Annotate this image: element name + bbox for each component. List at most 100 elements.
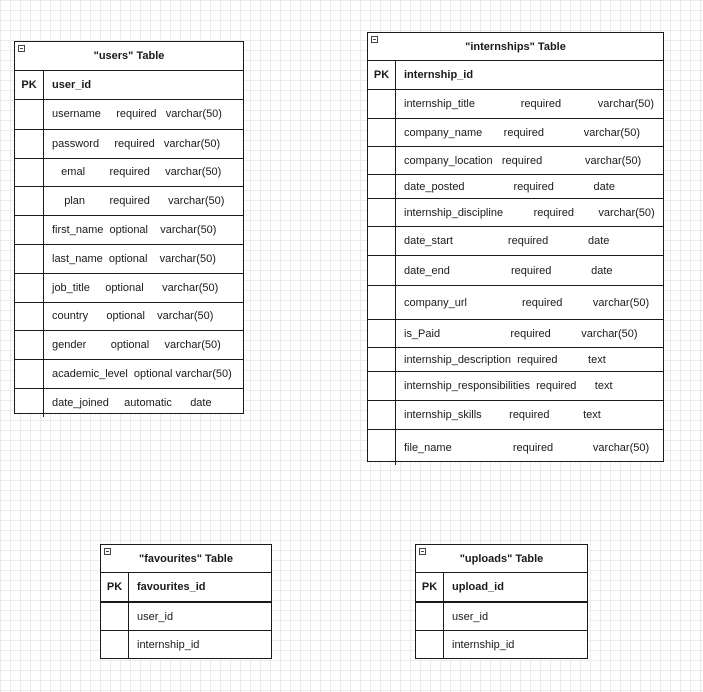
key-cell: [368, 175, 396, 198]
key-cell: [368, 372, 396, 400]
uploads-pk-row[interactable]: PK upload_id: [416, 573, 587, 602]
internships-table[interactable]: "internships" Table PK internship_id int…: [367, 32, 664, 465]
favourites-field-row[interactable]: internship_id: [101, 630, 271, 658]
favourites-table[interactable]: "favourites" Table PK favourites_id user…: [100, 544, 272, 659]
internships-field-row[interactable]: company_name required varchar(50): [368, 118, 663, 146]
users-field-row[interactable]: academic_level optional varchar(50): [15, 359, 243, 388]
uploads-table[interactable]: "uploads" Table PK upload_id user_id int…: [415, 544, 588, 659]
internships-field-row[interactable]: date_end required date: [368, 255, 663, 285]
field-text: academic_level optional varchar(50): [52, 368, 232, 381]
users-fields: username required varchar(50) password r…: [15, 100, 243, 417]
collapse-icon[interactable]: [371, 36, 378, 43]
key-cell: [15, 187, 44, 216]
field-text: emal required varchar(50): [52, 166, 222, 179]
users-table-header[interactable]: "users" Table: [15, 42, 243, 71]
pk-label: PK: [101, 573, 129, 601]
field-text: job_title optional varchar(50): [52, 281, 219, 294]
internships-pk-row[interactable]: PK internship_id: [368, 61, 663, 90]
key-cell: [368, 90, 396, 118]
internships-fields: internship_title required varchar(50) co…: [368, 90, 663, 465]
users-table-title: "users" Table: [93, 50, 165, 62]
users-field-row[interactable]: username required varchar(50): [15, 100, 243, 129]
uploads-field-row[interactable]: user_id: [416, 602, 587, 630]
internships-field-row[interactable]: company_location required varchar(50): [368, 146, 663, 174]
key-cell: [368, 286, 396, 319]
collapse-icon[interactable]: [104, 548, 111, 555]
favourites-pk-field: favourites_id: [137, 581, 206, 593]
field-text: internship_id: [452, 638, 515, 651]
users-field-row[interactable]: gender optional varchar(50): [15, 330, 243, 360]
key-cell: [15, 244, 44, 273]
field-text: company_url required varchar(50): [404, 296, 650, 309]
users-pk-row[interactable]: PK user_id: [15, 71, 243, 100]
users-field-row[interactable]: password required varchar(50): [15, 128, 243, 158]
internships-field-row[interactable]: internship_discipline required varchar(5…: [368, 198, 663, 226]
key-cell: [416, 631, 444, 658]
field-text: password required varchar(50): [52, 137, 221, 150]
users-field-row[interactable]: first_name optional varchar(50): [15, 215, 243, 244]
key-cell: [101, 603, 129, 630]
favourites-table-title: "favourites" Table: [139, 552, 233, 565]
favourites-field-row[interactable]: user_id: [101, 602, 271, 630]
field-text: last_name optional varchar(50): [52, 252, 216, 265]
users-field-row[interactable]: emal required varchar(50): [15, 157, 243, 187]
field-text: date_posted required date: [404, 180, 615, 193]
internships-field-row[interactable]: date_start required date: [368, 226, 663, 255]
pk-label: PK: [368, 61, 396, 89]
field-text: internship_id: [137, 638, 200, 651]
key-cell: [101, 631, 129, 658]
key-cell: [15, 388, 44, 417]
favourites-table-header[interactable]: "favourites" Table: [101, 545, 271, 573]
uploads-table-title: "uploads" Table: [459, 552, 544, 565]
users-field-row[interactable]: job_title optional varchar(50): [15, 272, 243, 302]
collapse-icon[interactable]: [419, 548, 426, 555]
field-text: country optional varchar(50): [52, 310, 214, 323]
field-text: gender optional varchar(50): [52, 339, 221, 352]
field-text: date_joined automatic date: [52, 396, 212, 409]
internships-field-row[interactable]: is_Paid required varchar(50): [368, 319, 663, 347]
key-cell: [416, 603, 444, 630]
field-text: username required varchar(50): [52, 108, 222, 121]
internships-field-row[interactable]: internship_responsibilities required tex…: [368, 371, 663, 400]
internships-field-row[interactable]: internship_title required varchar(50): [368, 90, 663, 118]
internships-field-row[interactable]: internship_skills required text: [368, 400, 663, 429]
field-text: first_name optional varchar(50): [52, 224, 217, 237]
internships-field-row[interactable]: internship_description required text: [368, 347, 663, 371]
key-cell: [15, 273, 44, 302]
users-table[interactable]: "users" Table PK user_id username requir…: [14, 41, 244, 417]
key-cell: [368, 199, 396, 226]
collapse-icon[interactable]: [18, 45, 25, 52]
uploads-pk-field: upload_id: [452, 581, 504, 593]
favourites-pk-row[interactable]: PK favourites_id: [101, 573, 271, 602]
users-field-row[interactable]: plan required varchar(50): [15, 186, 243, 216]
users-field-row[interactable]: country optional varchar(50): [15, 301, 243, 331]
field-text: internship_description required text: [404, 353, 606, 366]
internships-field-row[interactable]: company_url required varchar(50): [368, 285, 663, 319]
field-text: internship_skills required text: [404, 409, 601, 421]
key-cell: [15, 331, 44, 360]
field-text: date_start required date: [404, 235, 610, 247]
pk-label: PK: [15, 71, 44, 99]
field-text: company_location required varchar(50): [404, 154, 642, 167]
field-text: internship_responsibilities required tex…: [404, 380, 613, 392]
key-cell: [15, 129, 44, 158]
internships-field-row[interactable]: file_name required varchar(50): [368, 429, 663, 465]
key-cell: [15, 216, 44, 244]
key-cell: [368, 320, 396, 347]
users-field-row[interactable]: last_name optional varchar(50): [15, 243, 243, 273]
internships-pk-field: internship_id: [404, 69, 474, 81]
field-text: file_name required varchar(50): [404, 441, 650, 454]
key-cell: [368, 256, 396, 285]
field-text: internship_discipline required varchar(5…: [404, 206, 655, 219]
uploads-table-header[interactable]: "uploads" Table: [416, 545, 587, 573]
key-cell: [368, 348, 396, 371]
field-text: company_name required varchar(50): [404, 126, 640, 139]
field-text: user_id: [452, 610, 489, 623]
pk-label: PK: [416, 573, 444, 601]
field-text: plan required varchar(50): [52, 195, 225, 208]
internships-field-row[interactable]: date_posted required date: [368, 174, 663, 198]
users-field-row[interactable]: date_joined automatic date: [15, 387, 243, 417]
internships-table-header[interactable]: "internships" Table: [368, 33, 663, 61]
key-cell: [368, 430, 396, 465]
uploads-field-row[interactable]: internship_id: [416, 630, 587, 658]
